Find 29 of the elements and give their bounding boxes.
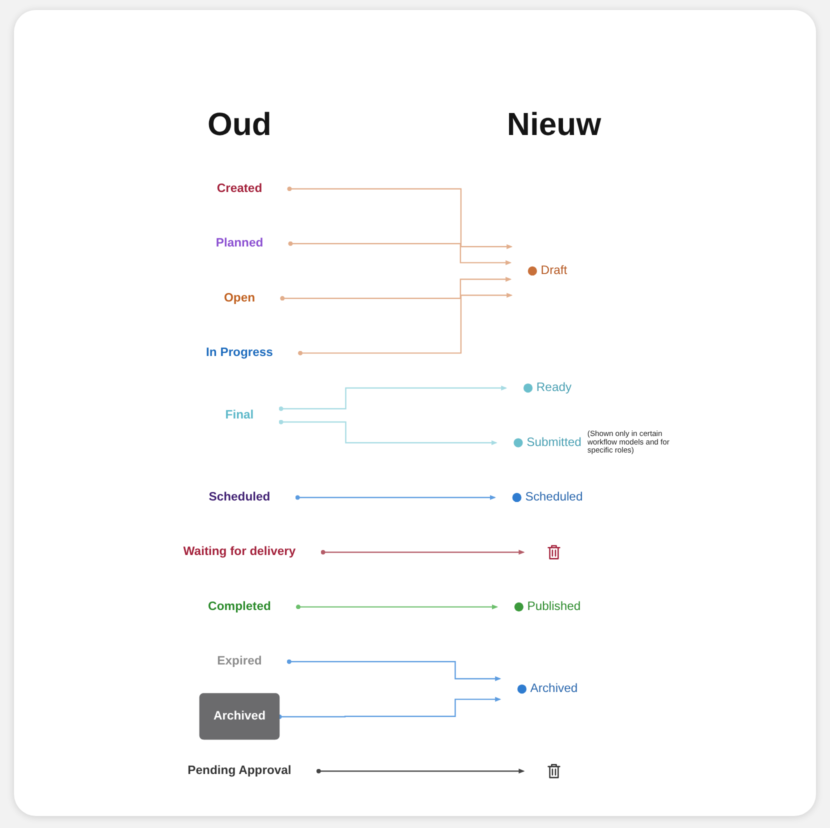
arrow (280, 276, 512, 301)
arrow (298, 292, 513, 356)
arrow (295, 495, 496, 500)
node-text: Expired (217, 654, 262, 668)
arrow (320, 550, 525, 555)
node-text: Archived (213, 708, 266, 724)
node-label: Archived (530, 682, 578, 696)
arrow (287, 186, 513, 250)
node-text: Final (225, 408, 254, 422)
arrow (316, 768, 525, 774)
node-label: Published (527, 600, 581, 614)
node-text: Open (224, 291, 256, 304)
node-text: Completed (208, 600, 271, 614)
node-label: Scheduled (525, 490, 583, 504)
node-text: Scheduled (208, 490, 270, 504)
arrow (288, 241, 512, 266)
node-label: Draft (540, 264, 568, 278)
arrow (286, 659, 502, 682)
node-text: Waiting for delivery (183, 545, 296, 558)
node-label: Ready (536, 381, 572, 394)
node-label: Submitted (526, 436, 582, 449)
arrow (296, 604, 498, 610)
node-text: Planned (216, 236, 264, 250)
arrow (278, 386, 508, 412)
column-heading: Oud (207, 106, 272, 143)
column-heading: Nieuw (506, 106, 602, 143)
node-text: Created (216, 182, 262, 195)
node-text: In Progress (206, 346, 273, 360)
arrow (278, 420, 498, 446)
